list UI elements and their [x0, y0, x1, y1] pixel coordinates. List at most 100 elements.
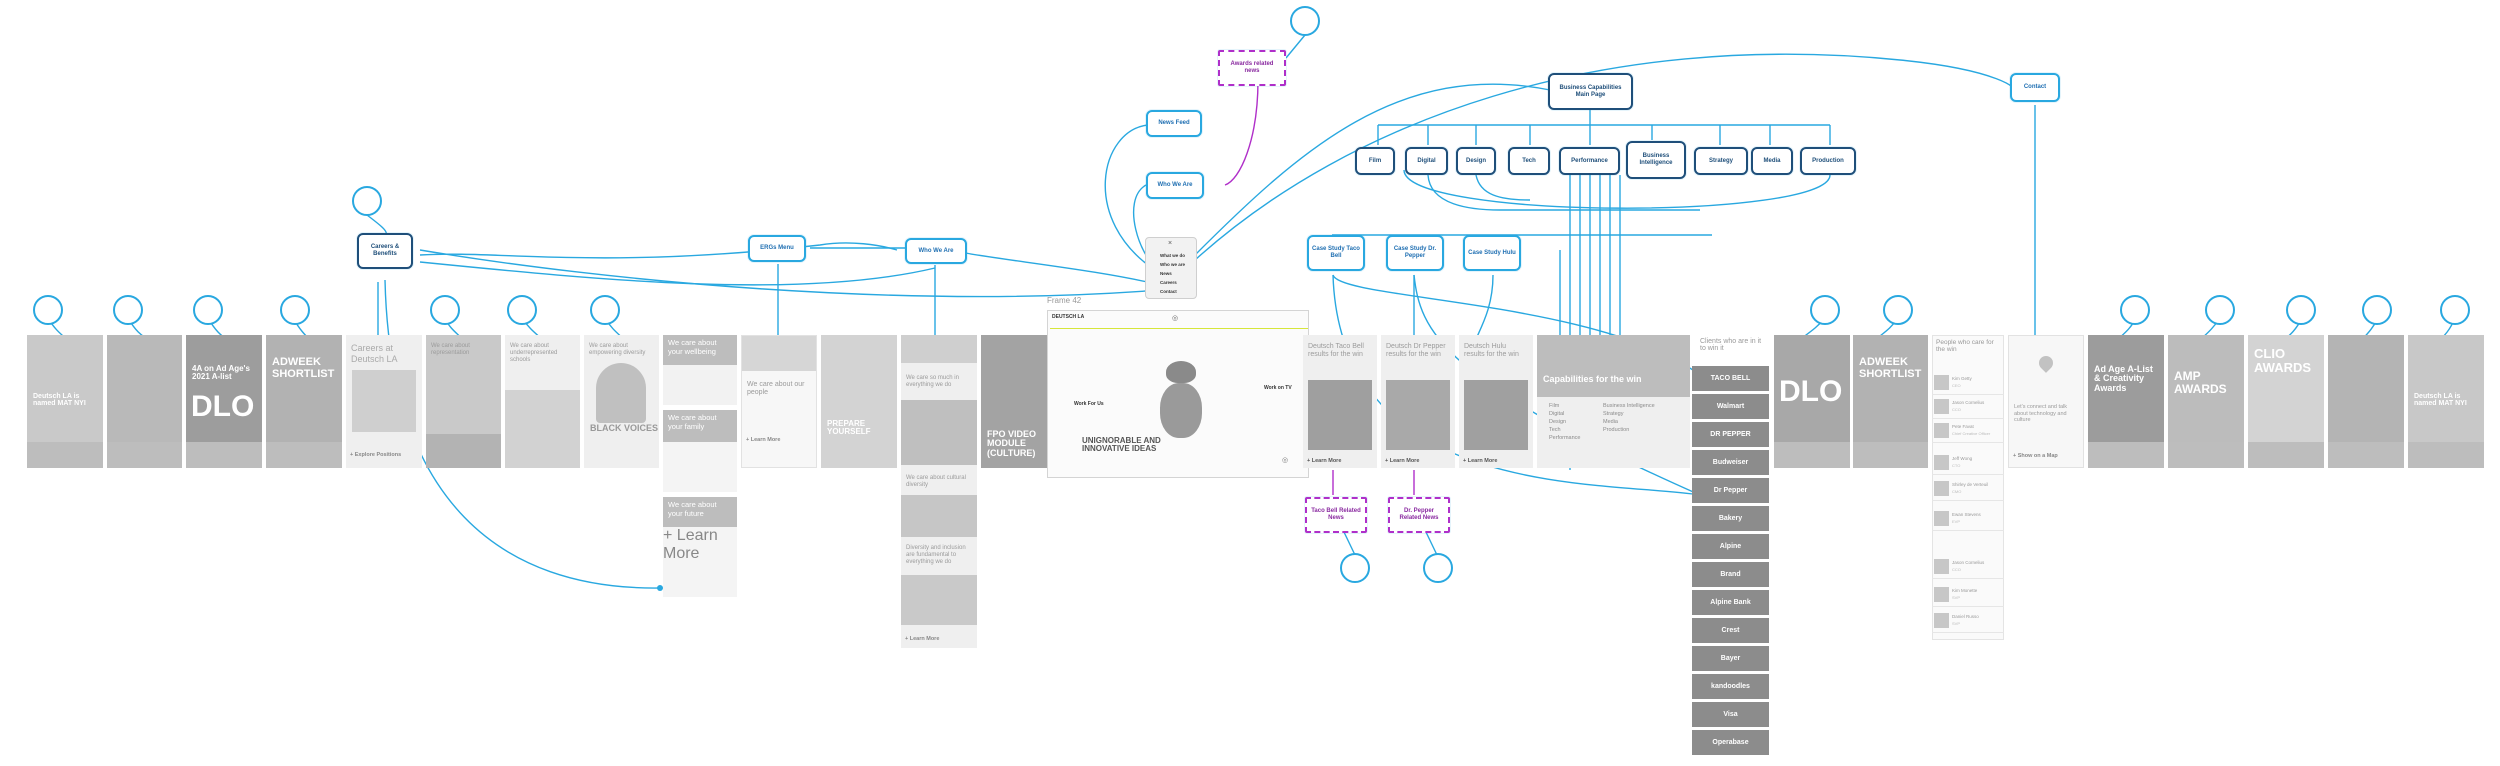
- menu-item-who-we-are[interactable]: Who we are: [1160, 262, 1186, 267]
- menu-item-news[interactable]: News: [1160, 271, 1172, 276]
- connector: [1285, 34, 1306, 59]
- news-card-clio[interactable]: CLIO AWARDS: [2248, 335, 2324, 468]
- awards-related-news-node[interactable]: Awards related news: [1218, 50, 1286, 86]
- menu-item-contact[interactable]: Contact: [1160, 289, 1177, 294]
- avatar: [1934, 375, 1949, 390]
- news-card-adweek[interactable]: ADWEEK SHORTLIST: [266, 335, 342, 468]
- hero-illustration-body: [1160, 383, 1202, 438]
- news-card-adweek-2[interactable]: ADWEEK SHORTLIST: [1853, 335, 1928, 468]
- business-capabilities-node[interactable]: Business Capabilities Main Page: [1548, 73, 1633, 110]
- capability-business-intelligence-node[interactable]: Business Intelligence: [1626, 141, 1686, 179]
- learn-more-link[interactable]: + Learn More: [746, 437, 781, 443]
- who-we-are-node[interactable]: Who We Are: [1146, 172, 1204, 199]
- card-footer: [426, 434, 501, 468]
- card-headline: CLIO AWARDS: [2254, 346, 2312, 375]
- dr-pepper-related-news-node[interactable]: Dr. Pepper Related News: [1388, 497, 1450, 533]
- capability-link[interactable]: Digital: [1549, 411, 1565, 417]
- culture-video-card[interactable]: FPO VIDEO MODULE (CULTURE): [981, 335, 1047, 468]
- who-we-are-long-page[interactable]: We care so much in everything we do We c…: [901, 335, 977, 648]
- annotation-bubble: [590, 295, 620, 325]
- dr-pepper-case-card[interactable]: Deutsch Dr Pepper results for the win + …: [1381, 335, 1455, 468]
- taco-bell-case-card[interactable]: Deutsch Taco Bell results for the win + …: [1303, 335, 1377, 468]
- representation-card[interactable]: We care about representation: [426, 335, 501, 468]
- news-card-portrait-2[interactable]: [2328, 335, 2404, 468]
- news-card-portrait[interactable]: [107, 335, 182, 468]
- capability-link[interactable]: Tech: [1549, 427, 1561, 433]
- hero-frame[interactable]: DEUTSCH LA ◎ Work For Us Work on TV UNIG…: [1047, 310, 1309, 478]
- scroll-icon[interactable]: ◎: [1282, 457, 1289, 464]
- careers-benefits-node[interactable]: Careers & Benefits: [357, 233, 413, 269]
- news-card-amp[interactable]: AMP AWARDS: [2168, 335, 2244, 468]
- careers-card[interactable]: Careers at Deutsch LA + Explore Position…: [346, 335, 422, 468]
- capability-performance-node[interactable]: Performance: [1559, 147, 1620, 175]
- schools-card[interactable]: We care about underrepresented schools: [505, 335, 580, 468]
- learn-more-link[interactable]: + Learn More: [1307, 458, 1342, 464]
- client-logo: Walmart: [1692, 393, 1769, 419]
- case-study-hulu-node[interactable]: Case Study Hulu: [1463, 235, 1521, 271]
- capability-link[interactable]: Media: [1603, 419, 1618, 425]
- contact-node[interactable]: Contact: [2010, 73, 2060, 102]
- contact-card[interactable]: Let's connect and talk about technology …: [2008, 335, 2084, 468]
- capability-link[interactable]: Strategy: [1603, 411, 1624, 417]
- capability-link[interactable]: Performance: [1549, 435, 1581, 441]
- news-card-mat-nyi-2[interactable]: Deutsch LA is named MAT NYI: [2408, 335, 2484, 468]
- card-image: [352, 370, 416, 432]
- card-text: Deutsch Dr Pepper results for the win: [1386, 343, 1446, 359]
- capability-link[interactable]: Design: [1549, 419, 1567, 425]
- who-we-are-2-node[interactable]: Who We Are: [905, 238, 967, 264]
- case-study-dr-pepper-node[interactable]: Case Study Dr. Pepper: [1386, 235, 1444, 271]
- learn-more-link[interactable]: + Learn More: [1463, 458, 1498, 464]
- explore-positions-link[interactable]: + Explore Positions: [350, 452, 402, 458]
- news-card-ad-age-awards[interactable]: Ad Age A-List & Creativity Awards: [2088, 335, 2164, 468]
- menu-item-what-we-do[interactable]: What we do: [1160, 253, 1185, 258]
- capability-film-node[interactable]: Film: [1355, 147, 1395, 175]
- capability-link[interactable]: Production: [1603, 427, 1630, 433]
- close-icon[interactable]: ×: [1168, 240, 1173, 247]
- news-card-mat-nyi[interactable]: Deutsch LA is named MAT NYI: [27, 335, 103, 468]
- annotation-bubble: [2120, 295, 2150, 325]
- ergs-menu-node[interactable]: ERGs Menu: [748, 235, 806, 262]
- capability-link[interactable]: Film: [1549, 403, 1560, 409]
- future-list: + Learn More: [663, 527, 737, 597]
- section-title: We care about your family: [668, 413, 717, 431]
- news-card-ad-age[interactable]: 4A on Ad Age's 2021 A-list DLO: [186, 335, 262, 468]
- prepare-yourself-card[interactable]: PREPARE YOURSELF: [821, 335, 897, 468]
- capability-strategy-node[interactable]: Strategy: [1694, 147, 1748, 175]
- erg-card[interactable]: We care about our people + Learn More: [741, 335, 817, 468]
- case-study-taco-bell-node[interactable]: Case Study Taco Bell: [1307, 235, 1365, 271]
- client-logo: DR PEPPER: [1692, 421, 1769, 447]
- capability-digital-node[interactable]: Digital: [1405, 147, 1448, 175]
- taco-bell-related-news-node[interactable]: Taco Bell Related News: [1305, 497, 1367, 533]
- connector: [1194, 83, 1551, 256]
- capability-design-node[interactable]: Design: [1456, 147, 1496, 175]
- menu-icon[interactable]: ◎: [1172, 315, 1179, 322]
- capabilities-card[interactable]: Capabilities for the win Film Digital De…: [1537, 335, 1690, 468]
- capability-media-node[interactable]: Media: [1751, 147, 1793, 175]
- card-footer: [266, 442, 342, 468]
- menu-item-careers[interactable]: Careers: [1160, 280, 1177, 285]
- black-voices-card[interactable]: We care about empowering diversity BLACK…: [584, 335, 659, 468]
- capability-production-node[interactable]: Production: [1800, 147, 1856, 175]
- capability-link[interactable]: Business Intelligence: [1603, 403, 1655, 409]
- avatar: [1934, 455, 1949, 470]
- hulu-case-card[interactable]: Deutsch Hulu results for the win + Learn…: [1459, 335, 1533, 468]
- learn-more-link[interactable]: + Learn More: [1385, 458, 1420, 464]
- client-logo: Operabase: [1692, 729, 1769, 755]
- learn-more-link[interactable]: + Learn More: [663, 527, 718, 562]
- card-headline: PREPARE YOURSELF: [827, 419, 871, 437]
- annotation-bubble: [113, 295, 143, 325]
- news-feed-node[interactable]: News Feed: [1146, 110, 1202, 137]
- news-card-dlo[interactable]: DLO: [1774, 335, 1850, 468]
- learn-more-link[interactable]: + Learn More: [905, 636, 940, 642]
- capability-tech-node[interactable]: Tech: [1508, 147, 1550, 175]
- show-map-link[interactable]: + Show on a Map: [2013, 453, 2058, 459]
